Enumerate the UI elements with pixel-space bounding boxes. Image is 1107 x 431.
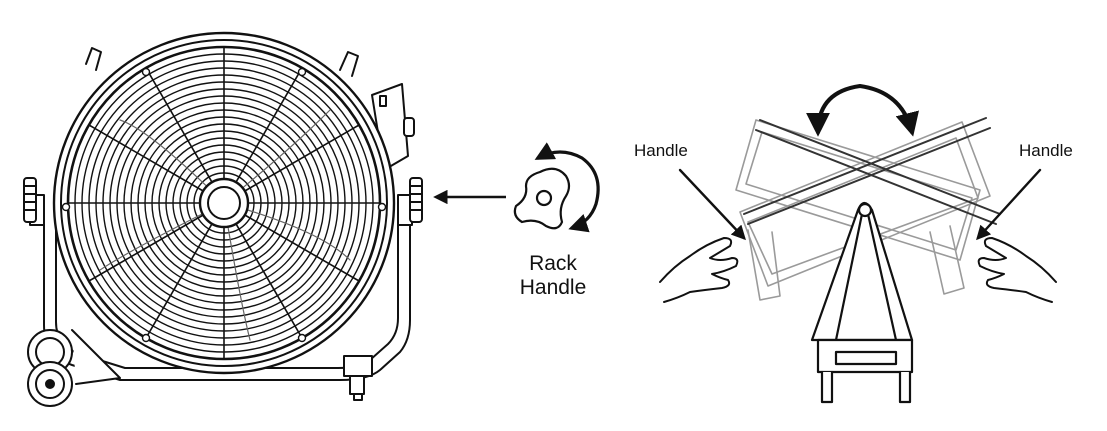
tilt-position-bars (743, 117, 1001, 225)
tilt-diagram (659, 84, 1057, 404)
right-rack-knob (409, 177, 423, 223)
grill-spoke (235, 68, 303, 183)
hand-icon (659, 237, 739, 303)
rack-handle-label-line2: Handle (519, 276, 587, 299)
hand-icon (977, 237, 1057, 303)
left-top-carry-handle (85, 47, 102, 71)
double-headed-curved-arrow-icon (806, 84, 919, 137)
right-handle-label: Handle (1019, 141, 1073, 160)
fan-hub-inner (207, 186, 241, 220)
grill-spoke (145, 223, 213, 339)
fan-grill-frame (66, 45, 382, 361)
tilt-stand (810, 201, 914, 404)
left-handle-arrow (678, 168, 746, 241)
grill-spoke (244, 214, 360, 282)
grill-spoke (89, 124, 204, 192)
fan-housing-rim (60, 39, 388, 367)
fan-grill-spokes (68, 47, 380, 359)
right-top-carry-handle (339, 51, 359, 77)
fan-tilted-position-b (739, 121, 991, 295)
rack-handle-icon (513, 167, 571, 230)
caster-wheels (27, 329, 121, 407)
rack-handle-label: Rack Handle (516, 252, 590, 300)
fan-front-view (23, 31, 423, 407)
grill-spoke (145, 68, 213, 183)
right-handle-arrow (976, 168, 1042, 241)
left-handle-label: Handle (634, 141, 688, 160)
grill-spoke (244, 124, 360, 192)
rack-handle-label-line1: Rack (529, 252, 577, 275)
grill-clips (61, 67, 387, 343)
bottom-foot (343, 355, 373, 401)
grill-spoke (235, 223, 303, 339)
curved-rotation-arrow-icon (534, 142, 600, 233)
grill-spoke (89, 214, 204, 282)
left-rack-knob (23, 177, 37, 223)
